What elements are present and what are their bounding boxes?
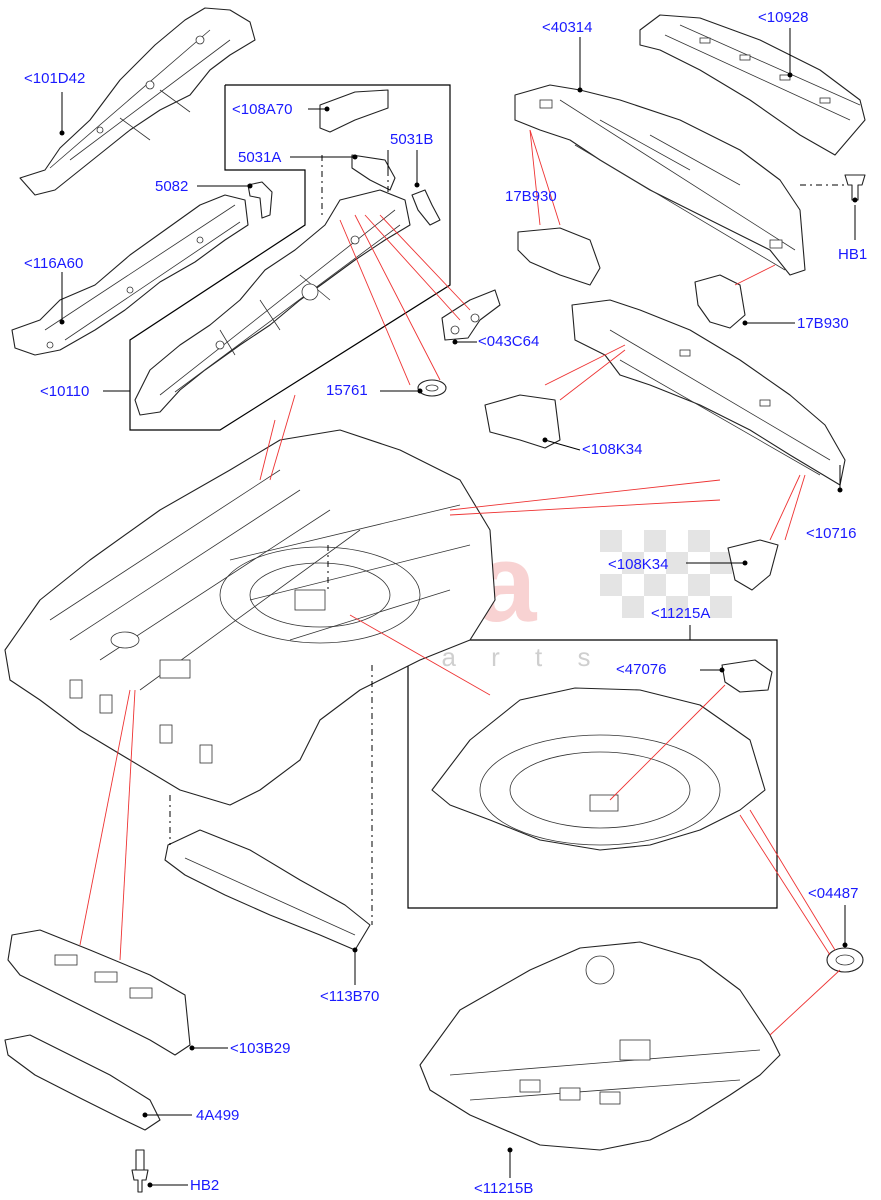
label-108A70[interactable]: <108A70 (232, 101, 293, 118)
label-HB2[interactable]: HB2 (190, 1177, 220, 1194)
bolt-HB2 (131, 1149, 149, 1193)
label-103B29[interactable]: <103B29 (230, 1040, 291, 1057)
crossmember-40314 (514, 84, 806, 276)
label-17B930-upper[interactable]: 17B930 (505, 188, 557, 205)
bracket-5031B (411, 189, 441, 226)
bracket-5082 (247, 181, 273, 219)
label-101D42[interactable]: <101D42 (24, 70, 86, 87)
label-11215B[interactable]: <11215B (474, 1180, 534, 1197)
reinforcement-113B70 (164, 829, 371, 951)
bracket-5031A (351, 154, 396, 191)
label-40314[interactable]: <40314 (542, 19, 593, 36)
label-5082[interactable]: 5082 (155, 178, 189, 195)
label-10716[interactable]: <10716 (806, 525, 857, 542)
label-4A499[interactable]: 4A499 (196, 1107, 240, 1124)
group-box-10110 (129, 84, 451, 431)
plate-108A70 (319, 89, 389, 133)
rail-116A60 (11, 194, 249, 356)
rear-floor-assembly (4, 429, 496, 806)
bracket-17B930-right (694, 274, 746, 329)
label-17B930-lower[interactable]: 17B930 (797, 315, 849, 332)
latch-47076 (721, 659, 773, 693)
panel-10928 (639, 14, 866, 156)
red-relation-lines (79, 129, 841, 1036)
assembly-dash-lines (169, 155, 845, 925)
rail-assembly-10110 (134, 89, 501, 416)
label-043C64[interactable]: <043C64 (478, 333, 540, 350)
label-108K34-upper[interactable]: <108K34 (582, 441, 643, 458)
grommet-04487-center (835, 954, 855, 966)
bracket-108K34-right (727, 539, 779, 591)
leader-lines (59, 28, 858, 1188)
bracket-17B930-left (517, 227, 601, 286)
label-108K34-lower[interactable]: <108K34 (608, 556, 669, 573)
crossmember-10716 (571, 299, 846, 486)
spare-wheel-well-11215A (431, 687, 766, 851)
floor-panel-11215B (419, 941, 781, 1151)
label-113B70[interactable]: <113B70 (320, 988, 380, 1005)
rail-101D42 (19, 7, 256, 196)
label-15761[interactable]: 15761 (326, 382, 368, 399)
label-5031B[interactable]: 5031B (390, 131, 434, 148)
bolt-HB1 (844, 174, 866, 201)
bracket-103B29 (7, 929, 191, 1056)
label-47076[interactable]: <47076 (616, 661, 667, 678)
label-116A60[interactable]: <116A60 (24, 255, 84, 272)
group-box-11215A (407, 639, 778, 909)
label-HB1[interactable]: HB1 (838, 246, 868, 263)
label-04487[interactable]: <04487 (808, 885, 859, 902)
label-10110[interactable]: <10110 (40, 383, 90, 400)
label-5031A[interactable]: 5031A (238, 149, 282, 166)
label-10928[interactable]: <10928 (758, 9, 809, 26)
bracket-108K34-left (484, 394, 561, 449)
bar-4A499 (4, 1034, 161, 1131)
label-11215A[interactable]: <11215A (651, 605, 711, 622)
